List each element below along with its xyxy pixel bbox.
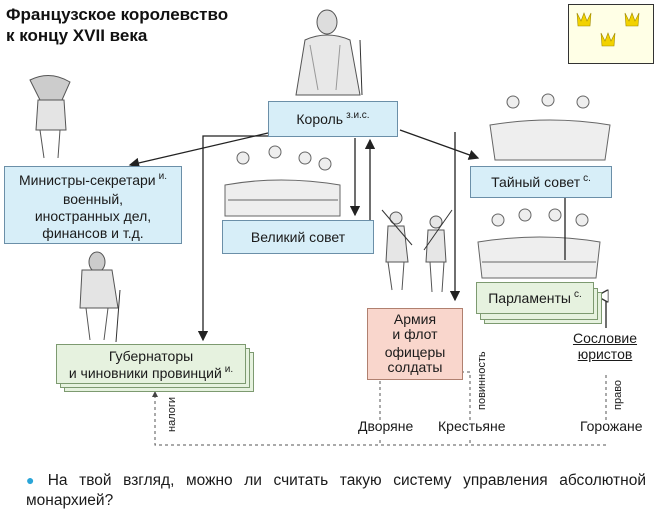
governors-line2: и чиновники провинций [68,365,222,381]
right-label: право [612,379,624,410]
governor-figure-icon [79,251,121,343]
ministers-sup: и. [158,171,167,182]
taxes-label: налоги [166,396,178,432]
great-council-box: Великий совет [222,220,374,254]
soldiers-figures-icon [381,209,453,293]
army-box: Армия и флот офицеры солдаты [367,308,463,380]
ministers-line1: Министры-секретари [19,172,156,188]
lawyers-label: Сословие юристов [572,330,638,362]
ministers-line4: финансов и т.д. [42,225,144,241]
duty-label: повинность [476,351,488,410]
governors-line1: Губернаторы [108,348,194,364]
ministers-line2: военный, [62,191,124,207]
king-figure-icon [295,9,363,96]
secret-council-label: Тайный совет [491,174,581,190]
bullet-icon: ● [26,472,42,488]
nobles-label: Дворяне [358,418,414,434]
governors-sup: и. [224,364,234,375]
townspeople-label: Горожане [580,418,643,434]
king-sup: з.и.с. [346,110,370,121]
parliament-figures-icon [477,208,601,279]
question-text: ●На твой взгляд, можно ли считать такую … [26,472,646,509]
peasants-label: Крестьяне [438,418,506,434]
secret-council-figures-icon [489,93,611,161]
army-line2: и флот [392,326,438,342]
parliaments-label: Парламенты [488,290,571,306]
army-line3: офицеры [384,344,446,360]
army-line4: солдаты [387,359,443,375]
three-crowns-icon [568,4,654,64]
minister-figure-icon [29,75,71,159]
ministers-line3: иностранных дел, [34,208,152,224]
king-label: Король [296,111,344,127]
great-council-label: Великий совет [250,229,346,245]
secret-council-sup: с. [583,173,591,184]
army-line1: Армия [393,311,437,327]
parliaments-sup: с. [573,289,582,300]
great-council-figures-icon [224,145,341,217]
page-title: Французское королевство к концу XVII век… [6,5,229,45]
